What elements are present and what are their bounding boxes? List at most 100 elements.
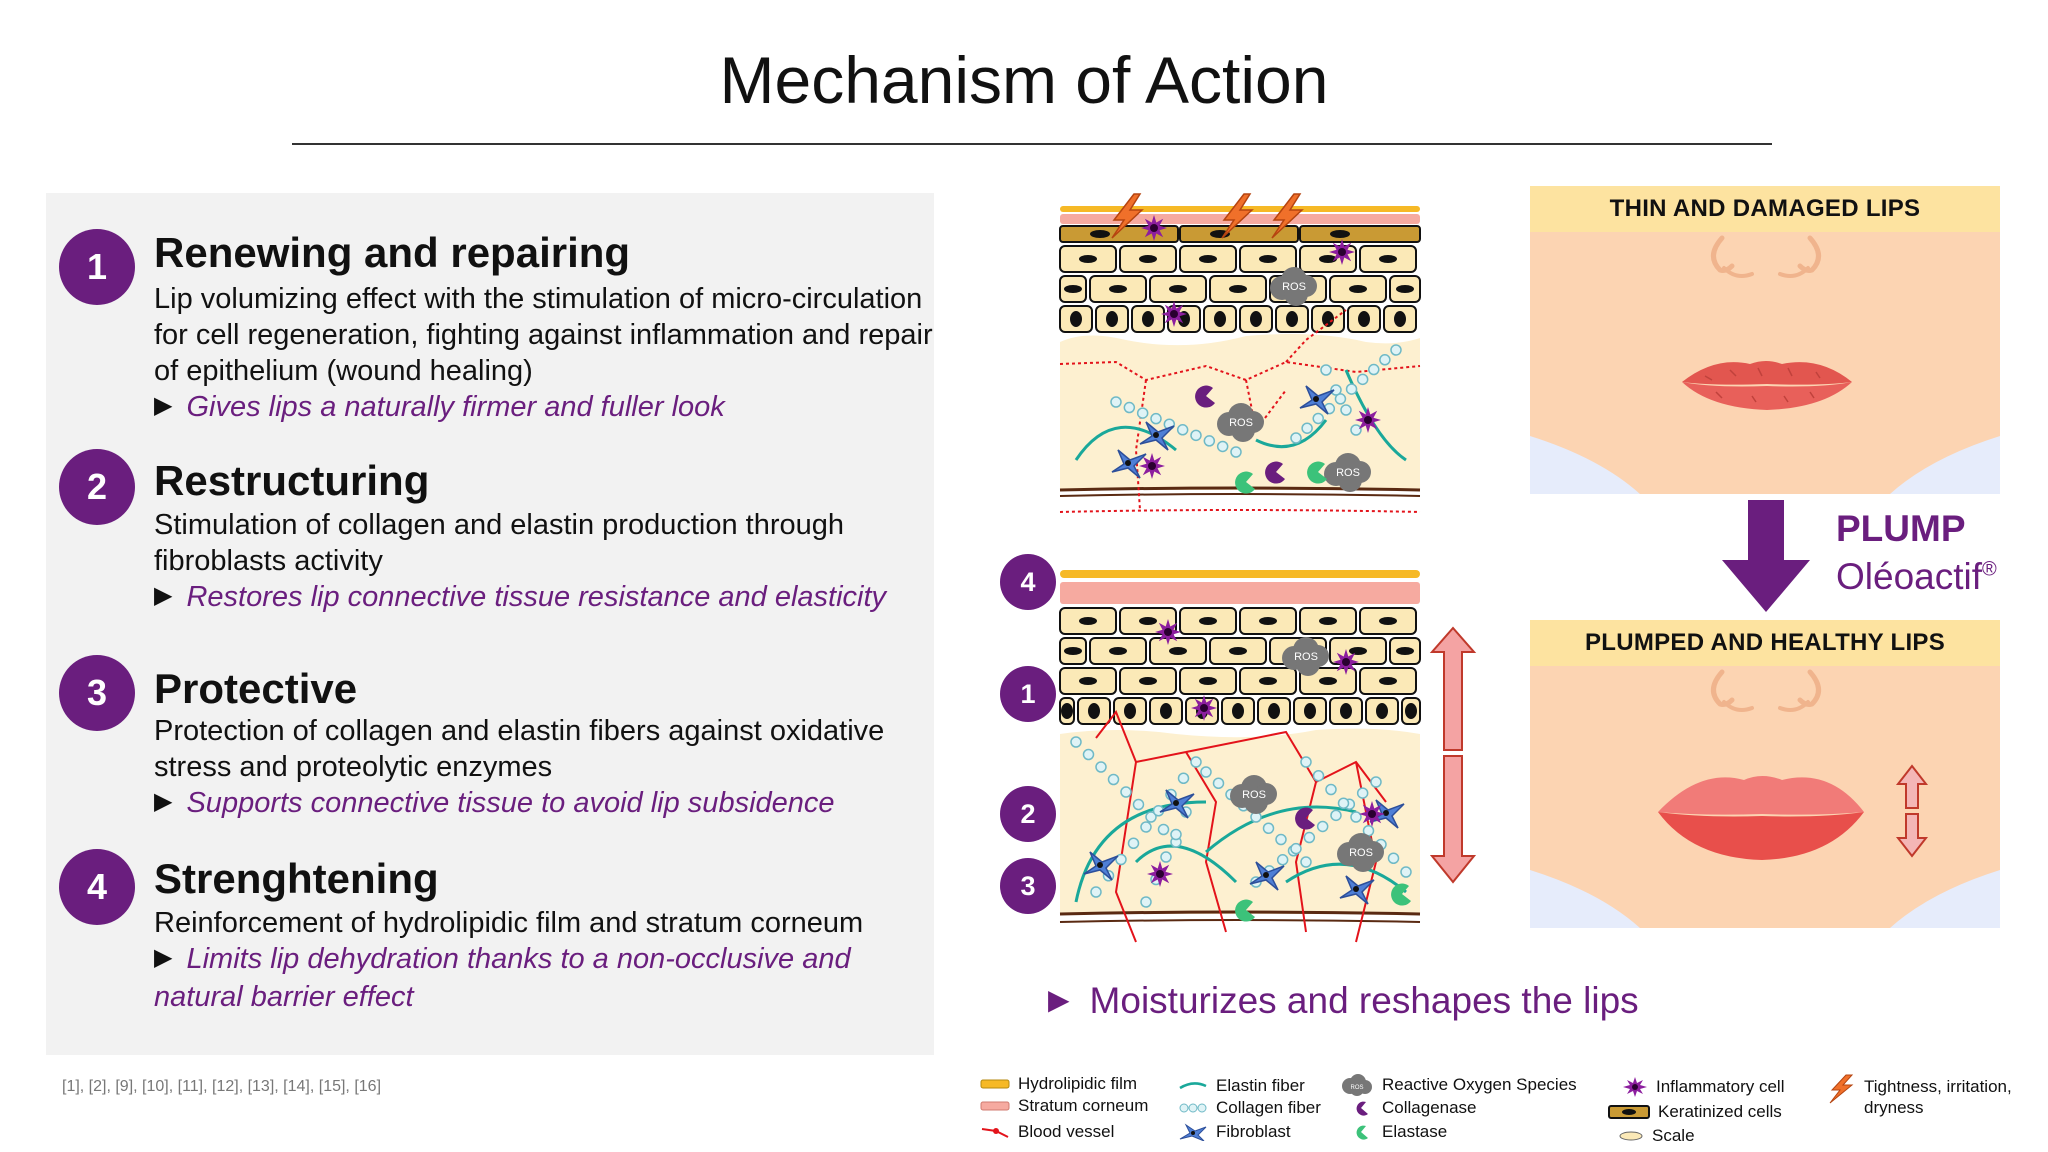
- up-arrow-icon: [1429, 626, 1477, 751]
- point-title: Strenghtening: [154, 855, 439, 902]
- fibroblast-nucleus: [1383, 810, 1389, 816]
- plumped-lips-illustration: [1530, 669, 2000, 928]
- lightning-icon: [1111, 193, 1144, 239]
- legend-blood-vessel: Blood vessel: [980, 1122, 1114, 1142]
- collagen-bead: [1160, 851, 1172, 863]
- point-description: Protection of collagen and elastin fiber…: [154, 715, 885, 783]
- stratum-corneum: [1060, 582, 1420, 604]
- ros-icon: [1324, 453, 1371, 492]
- cell-nucleus: [1379, 255, 1397, 263]
- point-title: Protective: [154, 665, 358, 712]
- cell-nucleus: [1106, 311, 1118, 327]
- blood-vessel-icon: [981, 1128, 1009, 1138]
- collagen-bead: [1176, 424, 1189, 436]
- point-benefit: ▶Supports connective tissue to avoid lip…: [154, 785, 944, 823]
- hydrolipidic-film-swatch: [980, 1079, 1010, 1089]
- collagen-bead: [1177, 772, 1190, 784]
- collagen-bead: [1290, 842, 1302, 855]
- collagen-bead: [1136, 407, 1149, 419]
- legend-hydrolipidic-film: Hydrolipidic film: [980, 1074, 1137, 1094]
- legend-stratum-corneum: Stratum corneum: [980, 1096, 1148, 1116]
- fibroblast-nucleus: [1313, 396, 1319, 402]
- title-divider: [292, 143, 1772, 145]
- cell-nucleus: [1349, 285, 1367, 293]
- point-description: Reinforcement of hydrolipidic film and s…: [154, 907, 864, 939]
- collagen-bead: [1290, 432, 1302, 444]
- collagen-bead: [1203, 435, 1216, 447]
- collagen-bead: [1345, 383, 1358, 395]
- collagen-bead: [1276, 854, 1289, 866]
- triangle-bullet-icon: ▶: [154, 944, 173, 971]
- collagen-bead: [1150, 412, 1162, 425]
- after-lips-card: PLUMPED AND HEALTHY LIPS: [1530, 620, 2000, 928]
- collagen-bead: [1356, 787, 1369, 799]
- collagen-bead: [1110, 396, 1122, 408]
- inflammatory-cell-core: [1364, 416, 1372, 424]
- plump-arrows: [1895, 764, 1929, 858]
- triangle-bullet-icon: ▶: [154, 788, 173, 815]
- cell-nucleus: [1229, 285, 1247, 293]
- elastase-icon: [1235, 899, 1255, 922]
- fibroblast-nucleus: [1263, 872, 1269, 878]
- cell-nucleus: [1139, 255, 1157, 263]
- point-number: 4: [59, 849, 135, 925]
- collagen-bead: [1350, 811, 1362, 823]
- cell-nucleus: [1322, 311, 1334, 327]
- keratinized-cell-icon: [1608, 1105, 1650, 1119]
- cell-nucleus: [1124, 703, 1136, 719]
- cell-nucleus: [1079, 255, 1097, 263]
- collagen-bead: [1200, 766, 1212, 778]
- fibroblast-nucleus: [1153, 432, 1159, 438]
- point-number: 3: [59, 655, 135, 731]
- collagen-bead: [1387, 852, 1400, 864]
- inflammatory-cell-core: [1200, 704, 1208, 712]
- legend-elastin-fiber: Elastin fiber: [1178, 1076, 1305, 1096]
- collagen-bead: [1170, 828, 1182, 841]
- page-title: Mechanism of Action: [719, 43, 1329, 117]
- legend-scale: Scale: [1618, 1126, 1695, 1146]
- ros-label: ROS: [1294, 651, 1318, 663]
- elastase-icon: [1235, 471, 1255, 494]
- cell-nucleus: [1358, 311, 1370, 327]
- collagen-bead: [1330, 809, 1342, 822]
- cell-nucleus: [1232, 703, 1244, 719]
- collagen-bead: [1400, 866, 1412, 878]
- collagen-bead: [1157, 823, 1170, 836]
- inflammatory-cell-core: [1164, 628, 1172, 636]
- cell-nucleus: [1169, 285, 1187, 293]
- ros-icon: [1282, 637, 1329, 676]
- point-number: 2: [59, 449, 135, 525]
- scale-icon: [1619, 1131, 1643, 1141]
- cell-nucleus: [1090, 230, 1110, 238]
- basal-line: [1059, 493, 1421, 497]
- cell-nucleus: [1396, 285, 1414, 293]
- point-benefit: ▶Gives lips a naturally firmer and fulle…: [154, 389, 944, 427]
- cell-nucleus: [1079, 617, 1097, 625]
- marker-2: 2: [1000, 786, 1056, 842]
- ros-icon: [1217, 403, 1264, 442]
- collagen-bead: [1145, 811, 1157, 823]
- collagen-bead: [1115, 853, 1127, 866]
- legend-elastase: Elastase: [1352, 1122, 1447, 1142]
- legend-fibroblast: Fibroblast: [1178, 1122, 1291, 1142]
- thin-lips-illustration: [1530, 235, 2000, 494]
- collagen-bead: [1090, 886, 1102, 898]
- marker-1: 1: [1000, 666, 1056, 722]
- collagen-bead: [1340, 404, 1352, 416]
- keratinized-cell: [1179, 225, 1299, 243]
- collagen-bead: [1140, 896, 1152, 908]
- inflammatory-cell-core: [1156, 870, 1164, 878]
- collagen-bead: [1212, 777, 1225, 789]
- cell-nucleus: [1199, 255, 1217, 263]
- collagen-bead: [1370, 776, 1382, 788]
- collagen-bead: [1300, 756, 1312, 768]
- inflammatory-cell-core: [1150, 224, 1158, 232]
- collagen-bead: [1230, 446, 1242, 458]
- ros-label: ROS: [1336, 467, 1360, 479]
- fibroblast-nucleus: [1353, 886, 1359, 892]
- blood-vessel: [1095, 709, 1387, 943]
- collagen-bead: [1123, 401, 1136, 414]
- inflammatory-cell-core: [1338, 248, 1346, 256]
- point-title: Renewing and repairing: [154, 229, 631, 276]
